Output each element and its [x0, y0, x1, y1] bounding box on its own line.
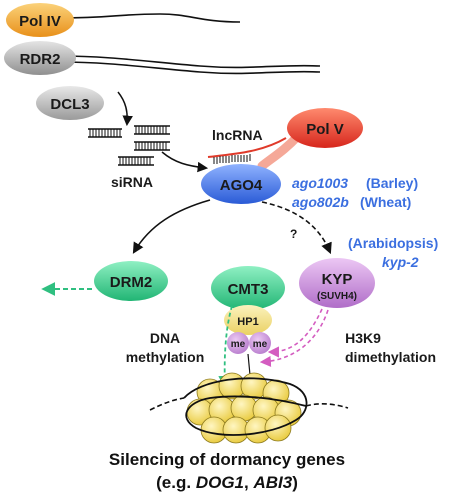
sirna-duplex-1	[88, 128, 122, 138]
caption-gene-abi3: ABI3	[252, 473, 292, 492]
kyp-alias-label: (SUVH4)	[317, 291, 357, 302]
caption-line1: Silencing of dormancy genes	[109, 450, 345, 469]
rdr2-label: RDR2	[20, 51, 61, 68]
me-mark-1: me	[231, 339, 246, 350]
h3k9-me-marks: me me	[227, 332, 271, 354]
pol-iv-label: Pol IV	[19, 13, 61, 30]
dna-wrap	[183, 377, 308, 436]
sirna-duplex-4	[118, 156, 154, 166]
dsrna-strands	[59, 13, 321, 75]
dna-methylation-label-line1: DNA	[150, 330, 180, 346]
rdr2-protein: RDR2	[4, 41, 76, 75]
drm2-label: DRM2	[110, 274, 153, 291]
dcl3-label: DCL3	[50, 96, 89, 113]
hp1-label: HP1	[237, 316, 258, 328]
ago4-protein: AGO4	[201, 164, 281, 204]
unknown-link-question: ?	[290, 227, 297, 241]
sirna-duplexes	[88, 125, 170, 166]
dcl3-protein: DCL3	[36, 86, 104, 120]
sirna-to-ago4-arrow	[161, 151, 209, 173]
wheat-species-label: (Wheat)	[360, 194, 411, 210]
h3k9-label-line1: H3K9	[345, 330, 381, 346]
caption-line2: (e.g. DOG1, ABI3)	[156, 473, 298, 492]
sirna-duplex-3	[134, 141, 170, 151]
nucleosome	[149, 372, 349, 444]
ago4-to-kyp-arrow	[261, 201, 332, 255]
pol-v-label: Pol V	[306, 121, 344, 138]
barley-species-label: (Barley)	[366, 175, 418, 191]
drm2-protein: DRM2	[94, 261, 168, 301]
h3k9-label-line2: dimethylation	[345, 349, 436, 365]
caption-gene-dog1: DOG1	[196, 473, 244, 492]
arabidopsis-species-label: (Arabidopsis)	[348, 235, 438, 251]
caption-separator: ,	[244, 473, 253, 492]
cmt3-label: CMT3	[228, 281, 269, 298]
barley-mutant-gene: ago1003	[292, 175, 348, 191]
lncrna-label: lncRNA	[212, 127, 263, 143]
cmt3-protein: CMT3	[211, 266, 285, 310]
kyp-to-me-arrow-1	[267, 308, 323, 358]
lncrna-strand	[207, 137, 287, 158]
ago4-label: AGO4	[220, 177, 263, 194]
arabidopsis-mutant-gene: kyp-2	[382, 254, 419, 270]
kyp-to-me-arrow-2	[259, 309, 329, 368]
me-mark-2: me	[253, 339, 268, 350]
pol-v-protein: Pol V	[287, 108, 363, 148]
kyp-label: KYP	[322, 271, 353, 288]
wheat-mutant-gene: ago802b	[292, 194, 349, 210]
sirna-duplex-2	[134, 125, 170, 135]
dna-methylation-label-line2: methylation	[126, 349, 205, 365]
sirna-label: siRNA	[111, 174, 153, 190]
caption-suffix: )	[292, 473, 298, 492]
caption-prefix: (e.g.	[156, 473, 196, 492]
histone-tail	[247, 353, 251, 376]
ago4-to-drm2-arrow	[132, 199, 211, 254]
histone-octamer	[186, 372, 302, 444]
pol-iv-protein: Pol IV	[6, 3, 74, 37]
hp1-protein: HP1	[224, 305, 272, 335]
dcl3-to-sirna-arrow	[117, 91, 133, 127]
kyp-protein: KYP (SUVH4)	[299, 258, 375, 308]
lncrna-base-pairs	[213, 154, 251, 164]
